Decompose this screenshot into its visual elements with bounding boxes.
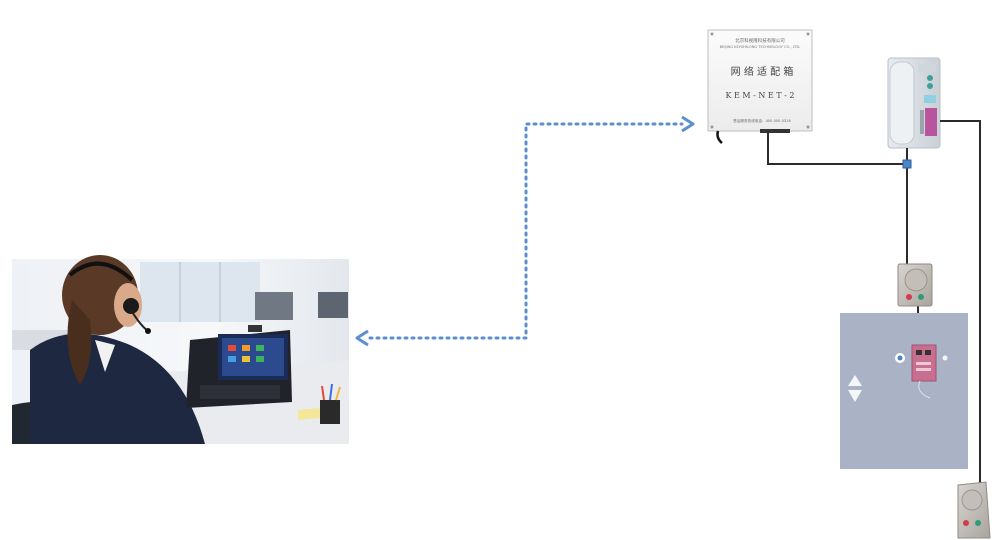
junction-node (903, 160, 911, 168)
car-intercom-speaker (898, 264, 932, 306)
wall-intercom-handset (888, 58, 940, 148)
adapter-title: 网 络 适 配 箱 (731, 65, 794, 78)
adapter-model: K E M - N E T - 2 (725, 91, 794, 100)
elevator-car (840, 313, 968, 469)
operator-desk-photo (12, 255, 349, 444)
arrow-left-icon (357, 331, 368, 345)
adapter-company-cn: 北京科视隆科技有限公司 (735, 37, 785, 44)
adapter-company-en: BEIJING KEYSHILONG TECHNOLOGY CO., LTD. (720, 45, 801, 49)
arrow-right-icon (682, 117, 693, 131)
network-link-dotted (357, 117, 693, 345)
adapter-hotline: 售后服务热线电话：400 000 0316 (733, 118, 791, 123)
pit-intercom-speaker (958, 482, 990, 538)
network-adapter-box: 北京科视隆科技有限公司 BEIJING KEYSHILONG TECHNOLOG… (708, 30, 812, 143)
